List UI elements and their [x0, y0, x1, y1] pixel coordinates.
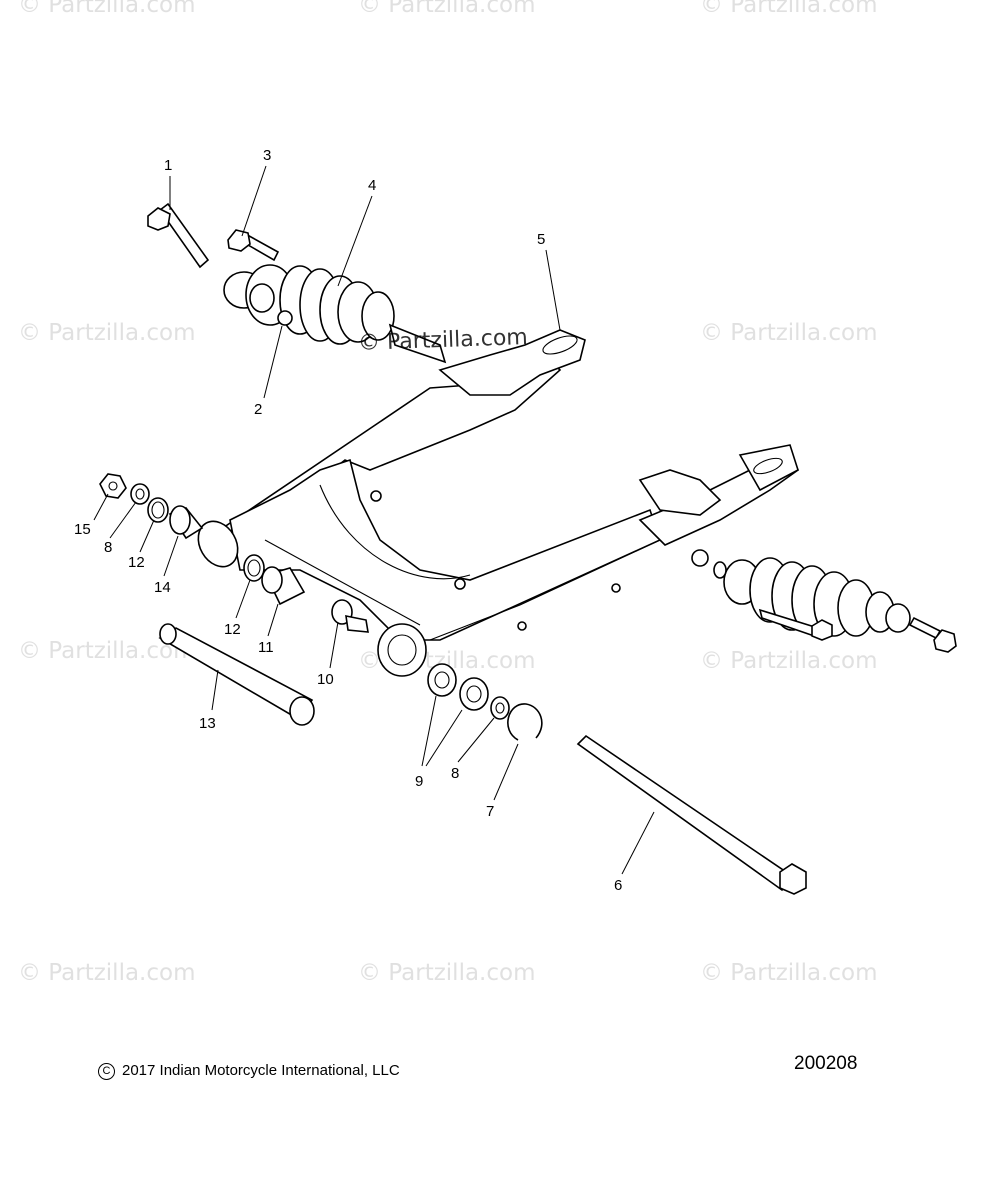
watermark-bottom-center: © Partzilla.com	[358, 960, 536, 986]
part-3-bolt[interactable]	[227, 229, 280, 262]
watermark-low-right: © Partzilla.com	[700, 648, 878, 674]
part-15-nut[interactable]	[99, 473, 127, 499]
part-8-washer-right[interactable]	[490, 696, 510, 720]
part-6-pivot-shaft[interactable]	[576, 734, 807, 895]
copyright-text: 2017 Indian Motorcycle International, LL…	[122, 1062, 400, 1079]
part-12-ring-upper[interactable]	[147, 497, 169, 523]
watermark-bottom-left: © Partzilla.com	[18, 960, 196, 986]
diagram-number: 200208	[794, 1053, 858, 1074]
watermark-top-right: © Partzilla.com	[700, 0, 878, 18]
watermark-mid-left: © Partzilla.com	[18, 320, 196, 346]
callout-8-left: 8	[104, 539, 112, 556]
shock-lower-bolt[interactable]	[908, 616, 957, 653]
watermark-mid-right: © Partzilla.com	[700, 320, 878, 346]
part-1-bolt[interactable]	[147, 202, 210, 269]
callout-3: 3	[263, 147, 271, 164]
callout-1: 1	[164, 157, 172, 174]
watermark-top-left: © Partzilla.com	[18, 0, 196, 18]
callout-9: 9	[415, 773, 423, 790]
callout-labels: 1 2 3 4 5 6 7 8 8 9 10 11 12 12 13 14 15	[74, 147, 622, 894]
part-9-bearing-a[interactable]	[427, 663, 457, 697]
part-11-spacer[interactable]	[261, 566, 306, 606]
callout-14: 14	[154, 579, 171, 596]
leader-lines	[93, 165, 655, 875]
callout-8-right: 8	[451, 765, 459, 782]
part-14-bushing[interactable]	[168, 505, 204, 540]
part-4-shock-absorber[interactable]	[223, 264, 447, 364]
callout-7: 7	[486, 803, 494, 820]
callout-5: 5	[537, 231, 545, 248]
callout-13: 13	[199, 715, 216, 732]
callout-4: 4	[368, 177, 376, 194]
callout-10: 10	[317, 671, 334, 688]
callout-12-lower: 12	[224, 621, 241, 638]
callout-11: 11	[258, 639, 274, 656]
callout-12-upper: 12	[128, 554, 145, 571]
callout-6: 6	[614, 877, 622, 894]
watermark-top-center: © Partzilla.com	[358, 0, 536, 18]
watermark-bottom-right: © Partzilla.com	[700, 960, 878, 986]
part-12-ring-lower[interactable]	[243, 554, 265, 582]
callout-2: 2	[254, 401, 262, 418]
part-9-bearing-b[interactable]	[459, 677, 489, 711]
part-8-washer-left[interactable]	[130, 483, 150, 505]
part-2-spring-seat[interactable]	[249, 283, 275, 313]
part-13-pivot-sleeve[interactable]	[158, 623, 315, 726]
callout-15: 15	[74, 521, 91, 538]
copyright-notice: C 2017 Indian Motorcycle International, L…	[98, 1062, 400, 1080]
part-4-shock-absorber-right[interactable]	[691, 549, 911, 641]
part-10-flanged-bushing[interactable]	[331, 599, 369, 633]
copyright-icon: C	[98, 1063, 115, 1080]
part-7-circlip[interactable]	[507, 703, 543, 741]
swingarm[interactable]	[190, 329, 800, 677]
